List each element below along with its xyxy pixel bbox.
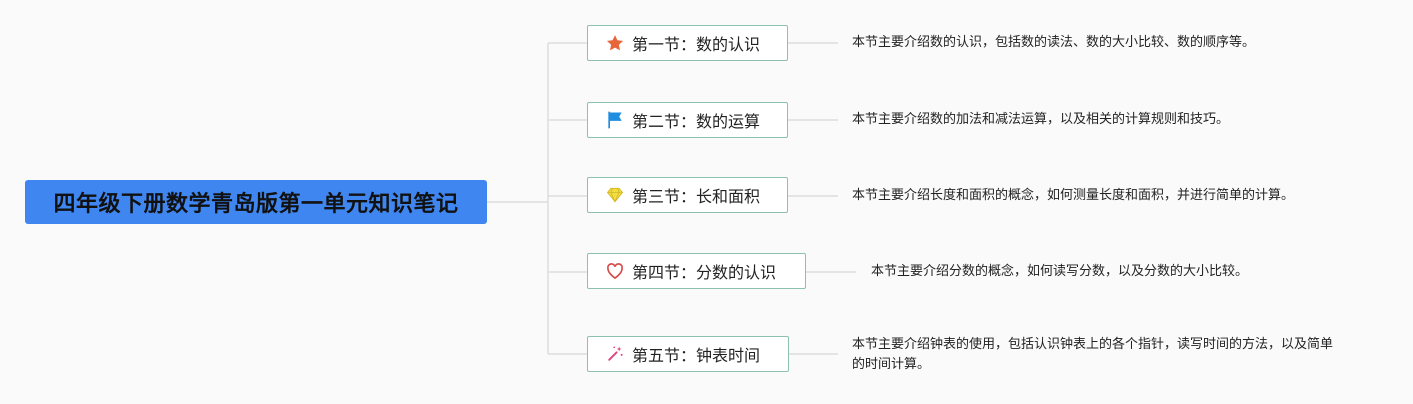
section-label-4: 第四节：分数的认识 (632, 263, 777, 282)
section-description-1: 本节主要介绍数的认识，包括数的读法、数的大小比较、数的顺序等。 (852, 35, 1256, 50)
root-title: 四年级下册数学青岛版第一单元知识笔记 (53, 192, 459, 217)
flag-icon (604, 109, 626, 131)
section-description-2: 本节主要介绍数的加法和减法运算，以及相关的计算规则和技巧。 (852, 112, 1230, 127)
section-label-2: 第二节：数的运算 (632, 112, 761, 131)
section-node-2[interactable]: 第二节：数的运算 (587, 102, 788, 138)
sparkle-wand-icon (604, 343, 626, 365)
section-node-5[interactable]: 第五节：钟表时间 (587, 336, 789, 372)
section-description-3: 本节主要介绍长度和面积的概念，如何测量长度和面积，并进行简单的计算。 (852, 188, 1295, 203)
section-label-1: 第一节：数的认识 (632, 35, 761, 54)
section-label-5: 第五节：钟表时间 (632, 346, 761, 365)
heart-icon (604, 260, 626, 282)
root-topic[interactable]: 四年级下册数学青岛版第一单元知识笔记 (25, 180, 487, 224)
section-description-4: 本节主要介绍分数的概念，如何读写分数，以及分数的大小比较。 (871, 264, 1249, 279)
section-description-5: 本节主要介绍钟表的使用，包括认识钟表上的各个指针，读写时间的方法，以及简单的时间… (852, 337, 1334, 372)
section-label-3: 第三节：长和面积 (632, 187, 761, 206)
section-node-3[interactable]: 第三节：长和面积 (587, 177, 788, 213)
star-icon (604, 32, 626, 54)
section-node-4[interactable]: 第四节：分数的认识 (587, 253, 806, 289)
diamond-icon (604, 184, 626, 206)
section-node-1[interactable]: 第一节：数的认识 (587, 25, 788, 61)
